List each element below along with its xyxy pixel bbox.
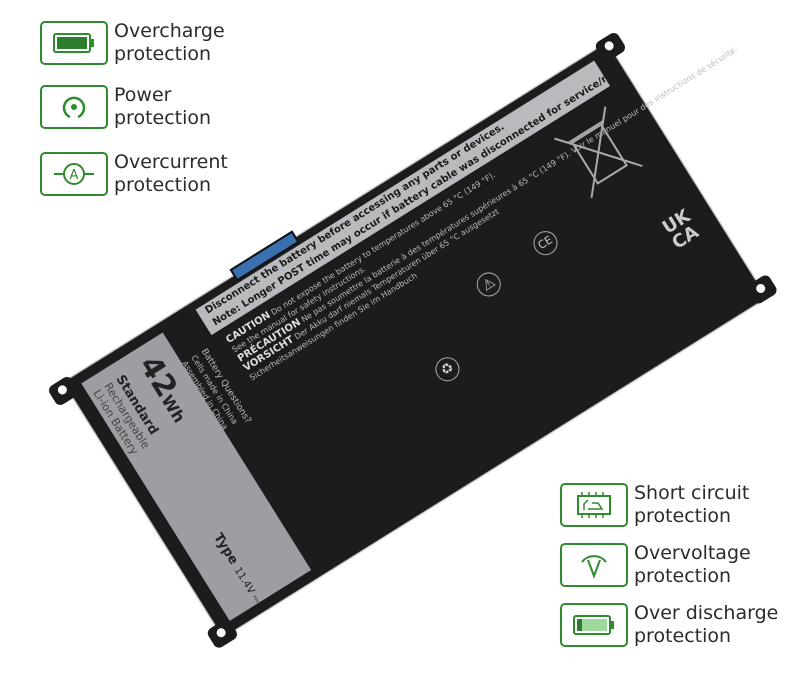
ukca-mark: UKCA (658, 205, 703, 254)
mounting-ear (46, 374, 81, 408)
feature-label: Short circuit (634, 482, 750, 504)
feature-sublabel: protection (114, 174, 212, 196)
svg-text:A: A (70, 168, 79, 183)
feature-sublabel: protection (634, 505, 732, 527)
ammeter-icon: A (40, 152, 108, 196)
caution-block: CAUTION Do not expose the battery to tem… (224, 25, 751, 383)
warning-triangle-icon: ⚠ (472, 267, 506, 301)
feature-label: Overvoltage (634, 542, 751, 564)
feature-label: Power (114, 84, 172, 106)
mounting-ear (745, 273, 779, 306)
feature-sublabel: protection (634, 565, 732, 587)
feature-label: Over discharge (634, 602, 779, 624)
feature-sublabel: protection (114, 43, 212, 65)
feature-label: Overcharge (114, 20, 225, 42)
feature-label: Overcurrent (114, 151, 228, 173)
battery-full-icon (40, 21, 108, 65)
recycle-icon: ♻ (430, 352, 464, 386)
feature-sublabel: protection (114, 107, 212, 129)
circuit-board-icon (560, 483, 628, 527)
mounting-ear (205, 617, 240, 650)
crossed-bin-icon (554, 106, 643, 199)
caution-sub: See the manual for safety instructions. (230, 264, 368, 355)
battery-image: 42Wh Standard Rechargeable Li-ion Batter… (46, 30, 779, 650)
voltmeter-icon (560, 543, 628, 587)
power-icon (40, 85, 108, 129)
battery-low-icon (560, 603, 628, 647)
warning-note: Note: Longer POST time may occur if batt… (210, 60, 611, 329)
precaution-text: Ne pas soumettre la batterie à des tempé… (299, 44, 740, 325)
mounting-ear (593, 30, 628, 64)
ce-mark: CE (528, 226, 563, 260)
feature-sublabel: protection (634, 625, 732, 647)
